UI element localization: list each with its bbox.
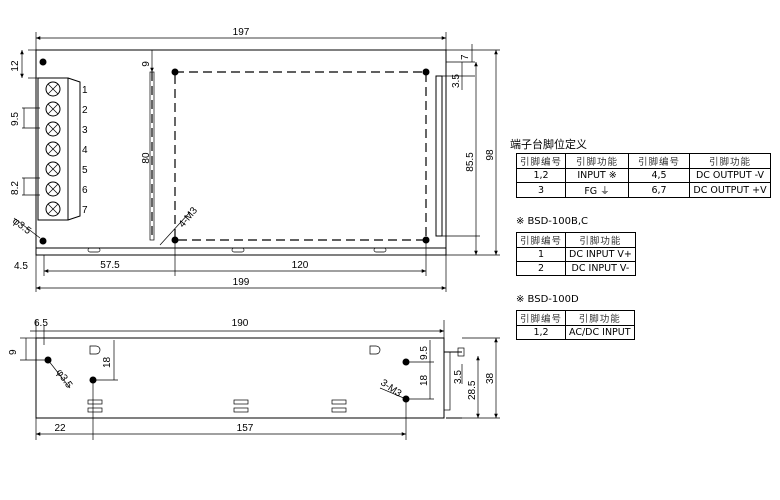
side-tab — [89, 345, 101, 355]
pin-cell: INPUT ※ — [565, 168, 630, 183]
vent-slot — [373, 247, 387, 253]
dim-right-top: 7 — [460, 54, 471, 60]
pin-cell: DC INPUT V+ — [565, 247, 636, 262]
pin-cell: 3 — [515, 182, 567, 198]
terminal-screw-cross — [47, 123, 59, 135]
vent-slot — [231, 247, 245, 253]
dim-right-small: 3.5 — [451, 74, 462, 88]
dim-hole-top: 9 — [141, 61, 152, 67]
pin-cell: 2 — [515, 261, 567, 276]
pin-cell: 6,7 — [628, 182, 691, 198]
terminal-screw-cross — [47, 143, 59, 155]
side-tab — [369, 345, 381, 355]
dim-overall-width: 197 — [233, 27, 250, 38]
side-view: 6.5 190 9 φ3.5 18 9.5 18 3-M3 — [8, 318, 500, 440]
pin-table-main-title: 端子台脚位定义 — [510, 138, 587, 151]
pin-header: 引脚编号 — [515, 153, 567, 169]
pin-cell: DC OUTPUT -V — [689, 168, 772, 183]
pin-header: 引脚编号 — [515, 310, 567, 326]
dim-terminal-pitch-a: 12 — [10, 60, 21, 72]
terminal-screw-icon — [45, 201, 61, 217]
dim-hole-diameter: φ3.5 — [10, 216, 33, 237]
pin-cell: 1 — [515, 247, 567, 262]
terminal-screw-cross — [47, 103, 59, 115]
dim-pitch-b: 9.5 — [10, 112, 21, 126]
terminal-screw-cross — [47, 163, 59, 175]
dim-pitch-c: 8.2 — [10, 181, 21, 195]
terminal-number: 7 — [82, 205, 88, 216]
terminal-screw-cross — [47, 83, 59, 95]
mount-hole — [171, 68, 179, 76]
dim-hole-span-left: 57.5 — [100, 260, 120, 271]
terminal-number: 6 — [82, 185, 88, 196]
side-outline — [35, 337, 445, 419]
mount-hole — [422, 68, 430, 76]
terminal-screw-cross — [47, 183, 59, 195]
terminal-screw-icon — [45, 81, 61, 97]
dim-side-right-low: 28.5 — [467, 380, 478, 400]
pin-header: 引脚功能 — [565, 310, 635, 326]
dim-mount-thread: 4-M3 — [177, 205, 200, 230]
pin-header: 引脚功能 — [565, 153, 630, 169]
pin-table-bc-title: ※ BSD-100B,C — [516, 216, 589, 227]
dim-side-left-offset: 6.5 — [34, 318, 48, 329]
top-plate-outline — [35, 49, 447, 256]
terminal-number: 3 — [82, 125, 88, 136]
pin-cell: DC INPUT V- — [565, 261, 636, 276]
mounting-hole-outline — [174, 71, 427, 241]
dim-side-right-small: 3.5 — [453, 370, 464, 384]
dim-outer-height: 98 — [485, 149, 496, 161]
dim-side-top-offset: 9 — [8, 349, 19, 355]
dim-edge-left: 4.5 — [14, 261, 28, 272]
terminal-number: 5 — [82, 165, 88, 176]
terminal-screw-icon — [45, 101, 61, 117]
terminal-screw-icon — [45, 141, 61, 157]
pin-cell: 4,5 — [628, 168, 691, 183]
pin-cell: 1,2 — [515, 168, 567, 183]
right-flange — [435, 75, 443, 237]
dim-inner-height: 85.5 — [465, 152, 476, 172]
terminal-screw-icon — [45, 181, 61, 197]
terminal-number: 1 — [82, 85, 88, 96]
dim-side-overall-width: 190 — [232, 318, 249, 329]
side-hole — [39, 237, 47, 245]
dim-side-mid-height: 18 — [102, 356, 113, 368]
dim-hole-height: 80 — [141, 152, 152, 164]
pin-header: 引脚编号 — [515, 232, 567, 248]
terminal-screw-icon — [45, 121, 61, 137]
vent-slot — [87, 247, 101, 253]
terminal-screw-cross — [47, 203, 59, 215]
pin-header: 引脚功能 — [689, 153, 772, 169]
pin-cell: 1,2 — [515, 325, 567, 340]
pin-cell: FG ⏚ — [565, 182, 630, 198]
dim-side-bottom-span: 157 — [237, 423, 254, 434]
pin-table-bc: 引脚编号 引脚功能 1 DC INPUT V+ 2 DC INPUT V- — [515, 232, 636, 276]
dim-side-right-mid: 18 — [419, 374, 430, 386]
dim-base-width: 199 — [233, 277, 250, 288]
dim-hole-span-right: 120 — [292, 260, 309, 271]
dim-side-right-top: 9.5 — [419, 346, 430, 360]
pin-table-d: 引脚编号 引脚功能 1,2 AC/DC INPUT — [515, 310, 635, 340]
terminal-number: 2 — [82, 105, 88, 116]
dim-side-total-height: 38 — [485, 372, 496, 384]
terminal-block — [37, 77, 81, 221]
pin-table-d-title: ※ BSD-100D — [516, 294, 579, 305]
terminal-number: 4 — [82, 145, 88, 156]
top-view: 197 1 2 3 4 5 6 7 — [10, 27, 500, 292]
pin-header: 引脚编号 — [628, 153, 691, 169]
side-hole — [39, 58, 47, 66]
terminal-screw-icon — [45, 161, 61, 177]
dim-side-bottom-left: 22 — [54, 423, 66, 434]
pin-cell: DC OUTPUT +V — [689, 182, 772, 198]
pin-header: 引脚功能 — [565, 232, 636, 248]
dim-side-hole-diameter: φ3.5 — [54, 367, 75, 390]
pin-table-main: 引脚编号 引脚功能 引脚编号 引脚功能 1,2 INPUT ※ 4,5 DC O… — [515, 153, 772, 198]
pin-cell: AC/DC INPUT — [565, 325, 635, 340]
